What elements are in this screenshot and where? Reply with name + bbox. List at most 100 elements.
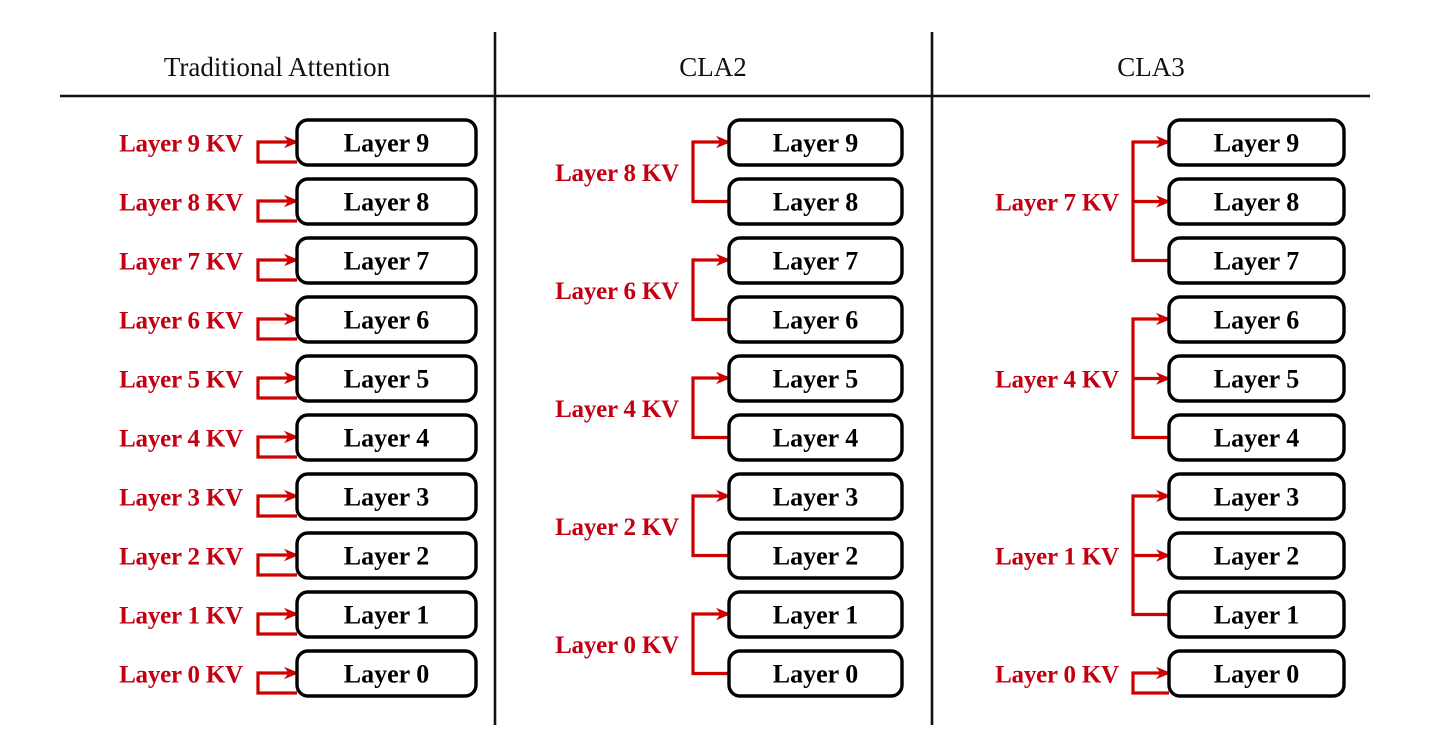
layer-box-label: Layer 1	[1214, 601, 1299, 630]
layer-box[interactable]: Layer 9	[727, 118, 904, 167]
kv-cache-label: Layer 0 KV	[555, 632, 679, 659]
kv-connector-path	[691, 612, 729, 676]
layer-box[interactable]: Layer 8	[1167, 177, 1346, 226]
kv-group: Layer 3 KV Layer 3	[119, 472, 478, 521]
divider-group	[493, 32, 934, 725]
layer-box[interactable]: Layer 1	[295, 590, 478, 639]
column-title-cla3: CLA3	[1117, 52, 1185, 82]
layer-box-label: Layer 1	[344, 601, 429, 630]
kv-connector-path	[691, 258, 729, 322]
layer-box-outline	[1167, 590, 1346, 639]
kv-connector-path	[691, 140, 729, 204]
kv-cache-label: Layer 4 KV	[555, 396, 679, 423]
kv-group: Layer 2 KV Layer 3 Layer 2	[555, 472, 904, 580]
kv-cache-label: Layer 0 KV	[119, 662, 243, 689]
kv-connector-path	[256, 435, 297, 459]
kv-connector-path	[256, 140, 297, 164]
layer-box[interactable]: Layer 9	[295, 118, 478, 167]
layer-box[interactable]: Layer 5	[727, 354, 904, 403]
layer-box[interactable]: Layer 0	[727, 649, 904, 698]
layer-box[interactable]: Layer 3	[727, 472, 904, 521]
layer-box[interactable]: Layer 6	[1167, 295, 1346, 344]
kv-connector-path	[256, 376, 297, 400]
layer-box-outline	[295, 236, 478, 285]
kv-connector-path	[256, 317, 297, 341]
layer-box[interactable]: Layer 2	[295, 531, 478, 580]
layer-box[interactable]: Layer 6	[295, 295, 478, 344]
layer-box-label: Layer 6	[773, 306, 858, 335]
layer-box-label: Layer 3	[773, 483, 858, 512]
layer-box-outline	[727, 236, 904, 285]
layer-box[interactable]: Layer 0	[1167, 649, 1346, 698]
layer-box-outline	[1167, 236, 1346, 285]
arrow-head-icon	[1156, 312, 1171, 326]
layer-box-outline	[727, 531, 904, 580]
arrow-head-icon	[1156, 195, 1171, 208]
kv-group: Layer 2 KV Layer 2	[119, 531, 478, 580]
layer-box-outline	[1167, 649, 1346, 698]
kv-cache-label: Layer 3 KV	[119, 485, 243, 512]
layer-box[interactable]: Layer 0	[295, 649, 478, 698]
layer-box[interactable]: Layer 3	[1167, 472, 1346, 521]
arrow-head-icon	[284, 135, 299, 149]
layer-box-label: Layer 5	[773, 365, 858, 394]
layer-box-outline	[727, 354, 904, 403]
layer-box[interactable]: Layer 2	[1167, 531, 1346, 580]
layer-box-outline	[1167, 472, 1346, 521]
layer-box[interactable]: Layer 6	[727, 295, 904, 344]
layer-box-label: Layer 3	[344, 483, 429, 512]
kv-cache-label: Layer 2 KV	[119, 544, 243, 571]
layer-box-label: Layer 7	[773, 247, 858, 276]
kv-connector-path	[256, 199, 297, 223]
kv-cache-label: Layer 6 KV	[119, 308, 243, 335]
kv-cache-label: Layer 7 KV	[119, 249, 243, 276]
layer-box[interactable]: Layer 7	[727, 236, 904, 285]
layer-box[interactable]: Layer 8	[727, 177, 904, 226]
layer-box-outline	[295, 118, 478, 167]
layer-box[interactable]: Layer 3	[295, 472, 478, 521]
layer-box-outline	[1167, 354, 1346, 403]
kv-cache-label: Layer 2 KV	[555, 514, 679, 541]
kv-group: Layer 7 KV Layer 7	[119, 236, 478, 285]
arrow-head-icon	[1156, 489, 1171, 503]
kv-cache-label: Layer 5 KV	[119, 367, 243, 394]
layer-box-label: Layer 6	[1214, 306, 1299, 335]
layer-box[interactable]: Layer 1	[1167, 590, 1346, 639]
layer-box[interactable]: Layer 7	[295, 236, 478, 285]
kv-group: Layer 6 KV Layer 6	[119, 295, 478, 344]
layer-box-outline	[727, 590, 904, 639]
layer-box-label: Layer 9	[773, 129, 858, 158]
layer-box-label: Layer 7	[1214, 247, 1299, 276]
kv-connector-path	[256, 494, 297, 518]
layer-box[interactable]: Layer 8	[295, 177, 478, 226]
arrow-head-icon	[1156, 135, 1171, 149]
layer-box[interactable]: Layer 7	[1167, 236, 1346, 285]
layer-box-label: Layer 9	[1214, 129, 1299, 158]
layer-box-label: Layer 0	[773, 660, 858, 689]
layer-box[interactable]: Layer 4	[727, 413, 904, 462]
layer-box[interactable]: Layer 5	[1167, 354, 1346, 403]
layer-box[interactable]: Layer 9	[1167, 118, 1346, 167]
layer-box-outline	[727, 295, 904, 344]
layer-box-label: Layer 4	[344, 424, 429, 453]
layer-box-outline	[727, 177, 904, 226]
arrow-head-icon	[284, 371, 299, 385]
layer-box-outline	[727, 413, 904, 462]
layer-box[interactable]: Layer 1	[727, 590, 904, 639]
arrow-head-icon	[1156, 372, 1171, 385]
layer-box[interactable]: Layer 4	[1167, 413, 1346, 462]
kv-connector-path	[691, 494, 729, 558]
column-title-cla2: CLA2	[679, 52, 747, 82]
layer-box[interactable]: Layer 5	[295, 354, 478, 403]
kv-group: Layer 4 KV Layer 5 Layer 4	[555, 354, 904, 462]
layer-box[interactable]: Layer 2	[727, 531, 904, 580]
layer-box[interactable]: Layer 4	[295, 413, 478, 462]
arrow-head-icon	[716, 135, 731, 149]
